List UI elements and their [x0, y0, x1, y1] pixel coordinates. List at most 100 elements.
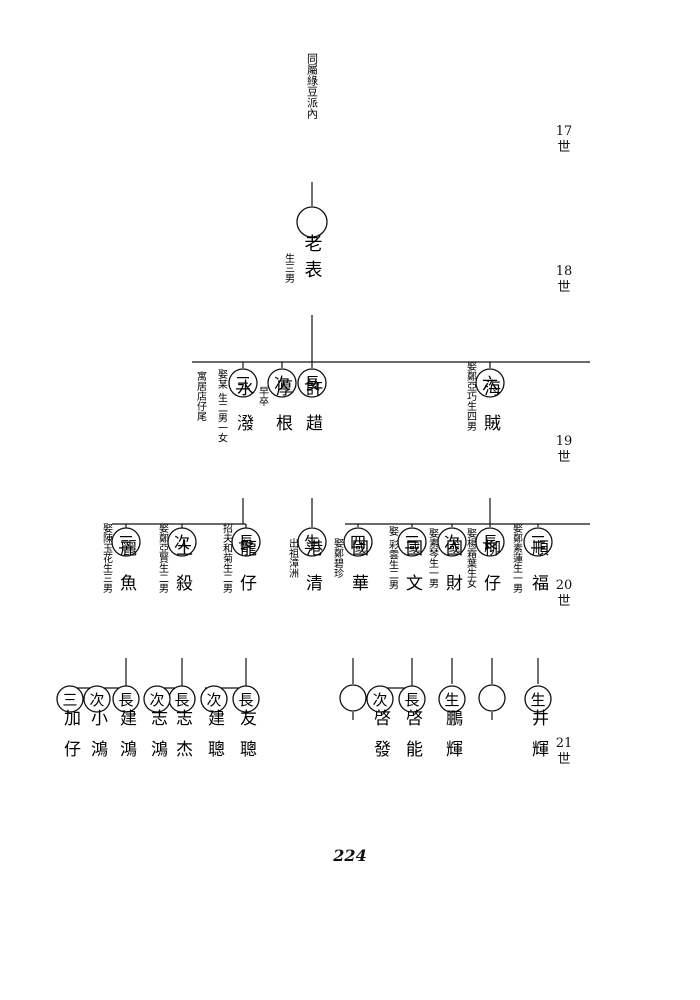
person-name: 建鴻	[116, 709, 137, 771]
birth-order-badge	[297, 527, 327, 557]
person-shui-po: 三 水潑 娶某 生二男一女 寓居店仔尾	[195, 368, 258, 449]
birth-order-badge	[343, 527, 373, 557]
person-liu-zai: 長 柳仔 娶楊霜葉生女	[465, 527, 505, 609]
person-residence-note: 寓居店仔尾	[195, 370, 207, 422]
birth-order-badge	[111, 527, 141, 557]
person-name: 加仔	[60, 709, 81, 771]
person-guo-cai: 次 國財 娶素琴生一男	[427, 527, 467, 609]
birth-order-badge	[112, 685, 140, 713]
person-lao-biao: 老表 生三男	[283, 206, 328, 286]
person-name: 友聰	[236, 709, 257, 771]
birth-order-label: 三	[118, 533, 134, 552]
person-zhi-hong: 次 志鴻	[143, 685, 171, 771]
birth-order-label: 生	[530, 691, 545, 709]
person-name: 水潑	[233, 379, 254, 449]
person-note: 生三男	[283, 252, 295, 284]
person-qi-fa: 次 啓發	[366, 685, 394, 771]
birth-order-badge	[228, 368, 258, 398]
generation-21-label: 21 世	[555, 736, 573, 767]
person-tu-sha: 次 土殺 娶鄭亞賢生二男	[157, 523, 197, 609]
birth-order-badge	[475, 368, 505, 398]
person-gang-qing: 生 港清 出祖漳洲	[287, 527, 327, 609]
person-note: 娶素琴生一男	[427, 528, 439, 589]
generation-20-label: 20 世	[555, 578, 573, 609]
birth-order-label: 長	[174, 691, 189, 709]
birth-order-label: 長	[482, 533, 498, 552]
person-jian-hong: 長 建鴻	[112, 685, 140, 771]
birth-order-label: 次	[89, 691, 104, 709]
birth-order-badge	[231, 527, 261, 557]
birth-order-badge	[200, 685, 228, 713]
person-name: 老表	[302, 234, 323, 286]
generation-17-label: 17 世	[555, 124, 573, 155]
person-name: 啓發	[370, 709, 391, 771]
birth-order-label: 三	[404, 533, 420, 552]
person-name: 國華	[348, 539, 369, 609]
birth-order-label: 次	[372, 691, 387, 709]
person-note: 早卒	[257, 386, 269, 406]
birth-order-label: 三	[235, 374, 251, 393]
empty-node-icon	[296, 206, 328, 238]
person-jian-cong: 次 建聰	[200, 685, 228, 771]
person-name: 小鴻	[87, 709, 108, 771]
person-name: 海賊	[480, 379, 501, 449]
person-name: 龍仔	[236, 539, 257, 609]
person-zhi-jie: 長 志杰	[168, 685, 196, 771]
person-name: 國文	[402, 539, 423, 609]
person-name: 順福	[528, 539, 549, 609]
person-guo-hua: 四 國華 娶鄭碧珍	[332, 527, 373, 609]
person-name: 厚根	[272, 379, 293, 449]
person-name: 志杰	[172, 709, 193, 771]
person-name: 建聰	[204, 709, 225, 771]
person-name: 鵬輝	[442, 709, 463, 771]
generation-19-label: 19 世	[555, 434, 573, 465]
empty-node-icon	[339, 684, 367, 712]
birth-order-label: 生	[444, 691, 459, 709]
person-name: 柳仔	[480, 539, 501, 609]
birth-order-label: 次	[206, 691, 221, 709]
birth-order-label: 三	[62, 691, 77, 709]
birth-order-badge	[397, 527, 427, 557]
birth-order-badge	[398, 685, 426, 713]
person-name: 港清	[302, 539, 323, 609]
person-note: 娶楊霜葉生女	[465, 528, 477, 589]
person-note: 娶某 生二男一女	[216, 369, 228, 443]
birth-order-badge	[437, 527, 467, 557]
birth-order-label: 長	[118, 691, 133, 709]
person-name: 土殺	[172, 539, 193, 609]
birth-order-label: 次	[274, 374, 290, 393]
person-note: 娶鄭碧珍	[332, 538, 344, 579]
page-number: 224	[333, 846, 367, 865]
person-name: 志鴻	[147, 709, 168, 771]
person-hai-zei: 六 海賊 娶鄭亞巧生四男	[465, 361, 505, 449]
birth-order-badge	[267, 368, 297, 398]
person-li-yu: 三 麗魚 娶陳玉花生三男	[101, 523, 141, 609]
birth-order-badge	[56, 685, 84, 713]
person-note: 娶 彩雲生二男	[387, 526, 399, 590]
person-you-cong: 長 友聰	[232, 685, 260, 771]
birth-order-badge	[524, 685, 552, 713]
person-note: 娶鄭亞賢生二男	[157, 523, 169, 594]
birth-order-badge	[297, 368, 327, 398]
person-qi-neng: 長 啓能	[398, 685, 426, 771]
birth-order-badge	[438, 685, 466, 713]
person-note: 招夫和菊生二男	[221, 522, 233, 594]
person-note: 娶鄭亞巧生四男	[465, 361, 477, 432]
birth-order-badge	[143, 685, 171, 713]
birth-order-label: 長	[238, 691, 253, 709]
birth-order-label: 次	[174, 533, 190, 552]
birth-order-badge	[366, 685, 394, 713]
birth-order-label: 六	[482, 374, 498, 393]
person-name: 井輝	[528, 709, 549, 771]
person-name: 麗魚	[116, 539, 137, 609]
person-guo-wen: 三 國文 娶 彩雲生二男	[387, 526, 427, 609]
birth-order-label: 三	[530, 533, 546, 552]
generation-18-label: 18 世	[555, 264, 573, 295]
person-shun-fu: 三 順福 娶鄭素蓮生一男	[511, 523, 553, 609]
person-note: 娶鄭素蓮生一男	[511, 523, 523, 594]
birth-order-badge	[523, 527, 553, 557]
person-name: 啓能	[402, 709, 423, 771]
birth-order-label: 長	[404, 691, 419, 709]
person-name: 許趞	[302, 379, 323, 449]
